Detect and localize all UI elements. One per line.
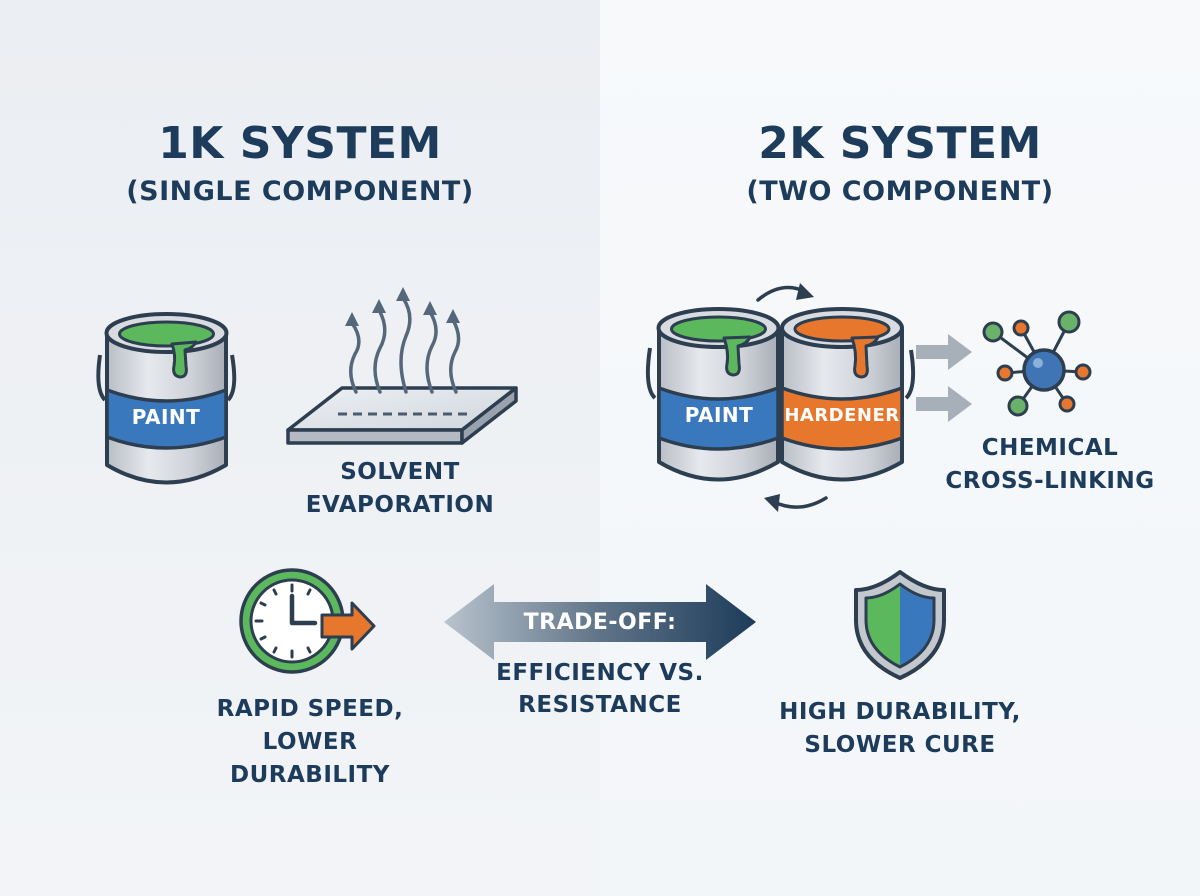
can-label-hardener: HARDENER [784, 405, 899, 426]
right-process-line-2: CROSS-LINKING [945, 468, 1155, 494]
left-result-label: RAPID SPEED, LOWER DURABILITY [180, 693, 440, 792]
flow-arrow-icon [916, 334, 972, 422]
chemical-cross-linking-label: CHEMICAL CROSS-LINKING [925, 432, 1175, 498]
tradeoff-detail: EFFICIENCY VS. RESISTANCE [460, 657, 740, 721]
process-label-line-2: EVAPORATION [305, 492, 495, 518]
left-subtitle: (SINGLE COMPONENT) [126, 176, 474, 207]
solvent-evaporation-label: SOLVENT EVAPORATION [300, 456, 500, 522]
left-result-line-1: RAPID SPEED, [216, 696, 404, 722]
double-arrow-icon [444, 584, 756, 660]
evaporation-icon [286, 287, 518, 445]
right-title: 2K SYSTEM [758, 118, 1042, 169]
shield-icon [854, 570, 946, 680]
right-subtitle: (TWO COMPONENT) [746, 176, 1054, 207]
clock-icon [239, 568, 376, 674]
paint-can-icon: PAINT [96, 312, 237, 485]
left-title: 1K SYSTEM [158, 118, 442, 169]
hardener-can-icon: HARDENER [780, 307, 916, 482]
molecule-icon [982, 310, 1092, 417]
right-result-line-2: SLOWER CURE [804, 732, 996, 758]
right-result-line-1: HIGH DURABILITY, [779, 699, 1021, 725]
process-label-line-1: SOLVENT [340, 459, 460, 485]
right-result-label: HIGH DURABILITY, SLOWER CURE [760, 696, 1040, 762]
can-label-paint-2k: PAINT [685, 403, 754, 427]
right-process-line-1: CHEMICAL [981, 435, 1119, 461]
paint-can-icon-2k: PAINT [645, 307, 781, 482]
tradeoff-label: TRADE-OFF: [523, 610, 677, 635]
tradeoff-detail-line-1: EFFICIENCY VS. [496, 660, 704, 686]
can-label-paint: PAINT [132, 405, 201, 429]
tradeoff-detail-line-2: RESISTANCE [518, 692, 682, 718]
left-result-line-2: LOWER DURABILITY [230, 729, 390, 788]
left-panel-1k [0, 0, 600, 896]
